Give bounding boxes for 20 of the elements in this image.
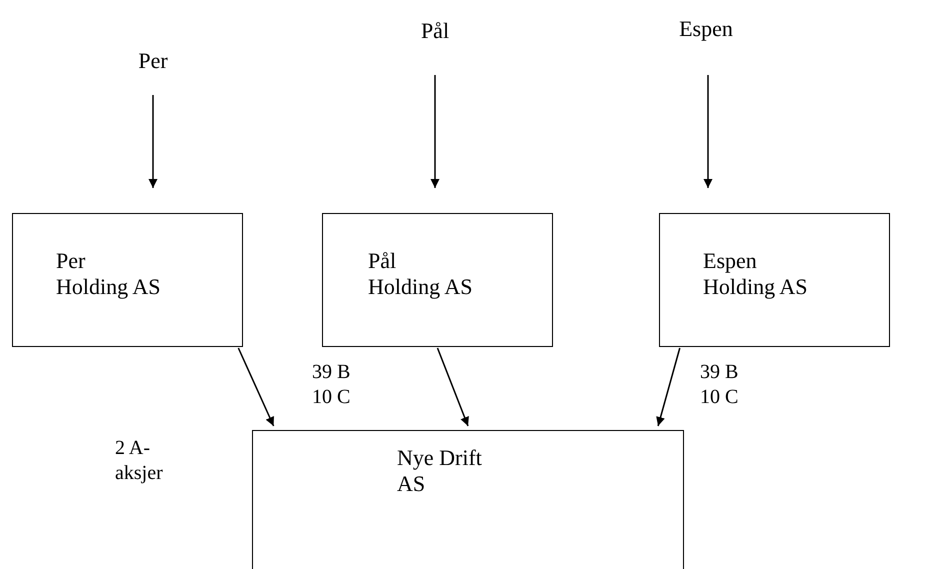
- company-name: Nye Drift AS: [397, 445, 482, 498]
- company-name: Espen Holding AS: [703, 248, 808, 301]
- arrow: [148, 95, 158, 188]
- company-name: Pål Holding AS: [368, 248, 473, 301]
- company-box: [659, 213, 890, 347]
- company-box: [322, 213, 553, 347]
- person-name: Per: [128, 45, 178, 77]
- share-note: 39 B 10 C: [700, 360, 740, 410]
- company-box: [252, 430, 684, 569]
- arrow: [436, 348, 469, 426]
- arrow: [238, 348, 274, 426]
- company-box: [12, 213, 243, 347]
- person-name: Espen: [666, 13, 746, 45]
- person-name: Pål: [410, 15, 460, 47]
- arrow: [430, 75, 440, 188]
- share-note: 2 A-aksjer: [115, 436, 164, 486]
- arrow: [704, 75, 712, 188]
- arrow: [656, 348, 681, 426]
- share-note: 39 B 10 C: [312, 360, 352, 410]
- company-name: Per Holding AS: [56, 248, 161, 301]
